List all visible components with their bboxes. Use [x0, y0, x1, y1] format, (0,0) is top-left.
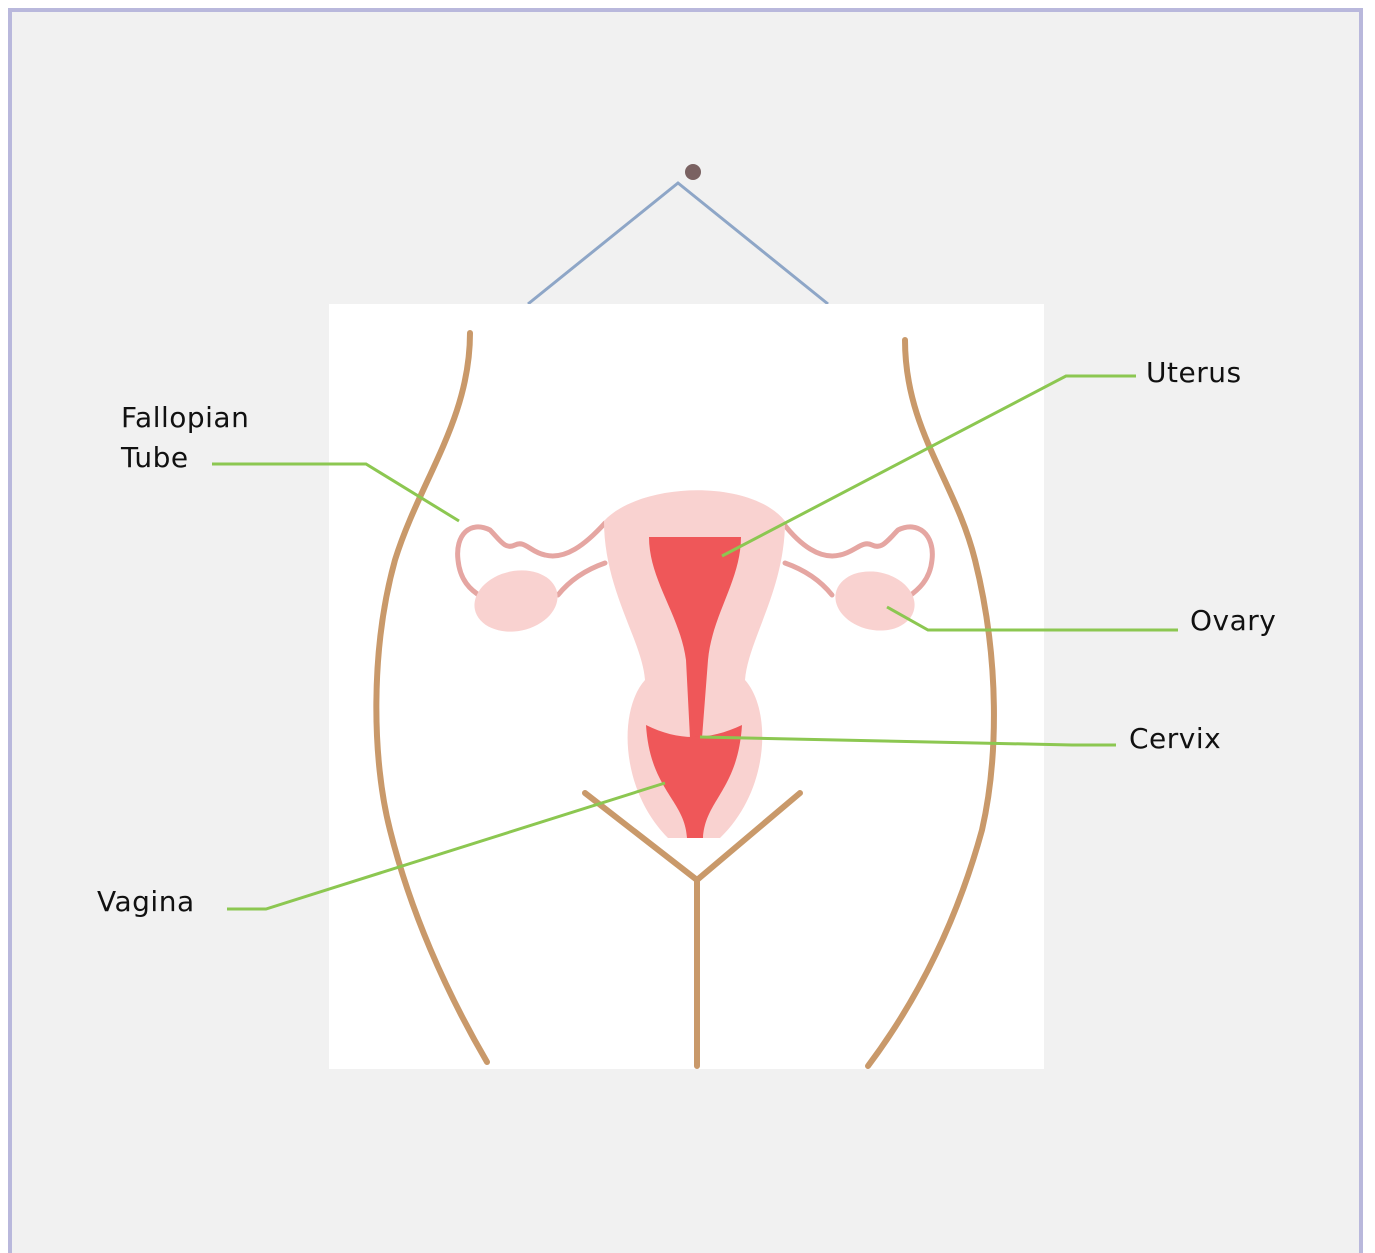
nail	[685, 164, 701, 180]
vagina-label: Vagina	[97, 885, 195, 918]
hanging-string	[528, 183, 828, 304]
ovary-label: Ovary	[1190, 604, 1276, 637]
fallopian-tube-label-line1: Fallopian	[121, 401, 249, 434]
fallopian-tube-label-line2: Tube	[120, 441, 189, 474]
uterus-label: Uterus	[1146, 356, 1242, 389]
cervix-label: Cervix	[1129, 722, 1221, 755]
